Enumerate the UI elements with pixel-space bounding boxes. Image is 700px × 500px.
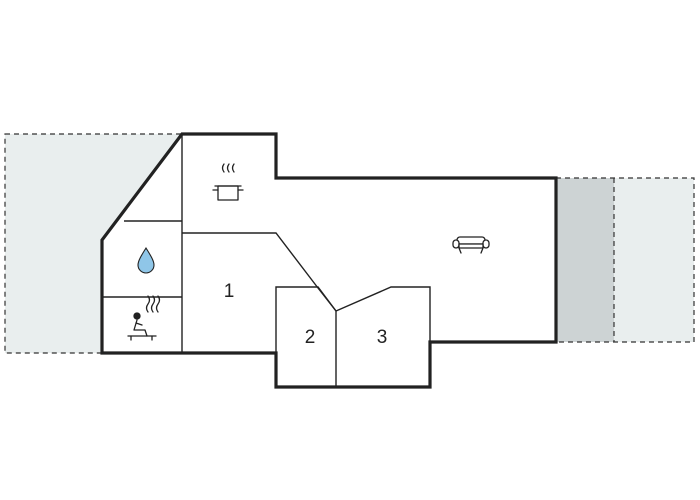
water-drop-icon	[137, 246, 155, 274]
cooking-pot-icon	[212, 163, 244, 201]
terrace-right-outline	[556, 177, 695, 343]
exterior-walls	[100, 132, 558, 389]
sofa-icon	[452, 236, 490, 254]
wall-bedroom-2	[275, 286, 337, 387]
wall-bedroom-3	[335, 286, 431, 342]
terrace-right	[614, 178, 694, 342]
room-label-3: 3	[377, 327, 388, 348]
room-label-2: 2	[305, 327, 316, 348]
room-label-1: 1	[224, 281, 235, 302]
terrace-left	[4, 133, 184, 354]
covered-terrace-right	[556, 178, 614, 342]
wall-bedroom-1-top	[182, 232, 337, 312]
sauna-icon	[127, 295, 161, 341]
